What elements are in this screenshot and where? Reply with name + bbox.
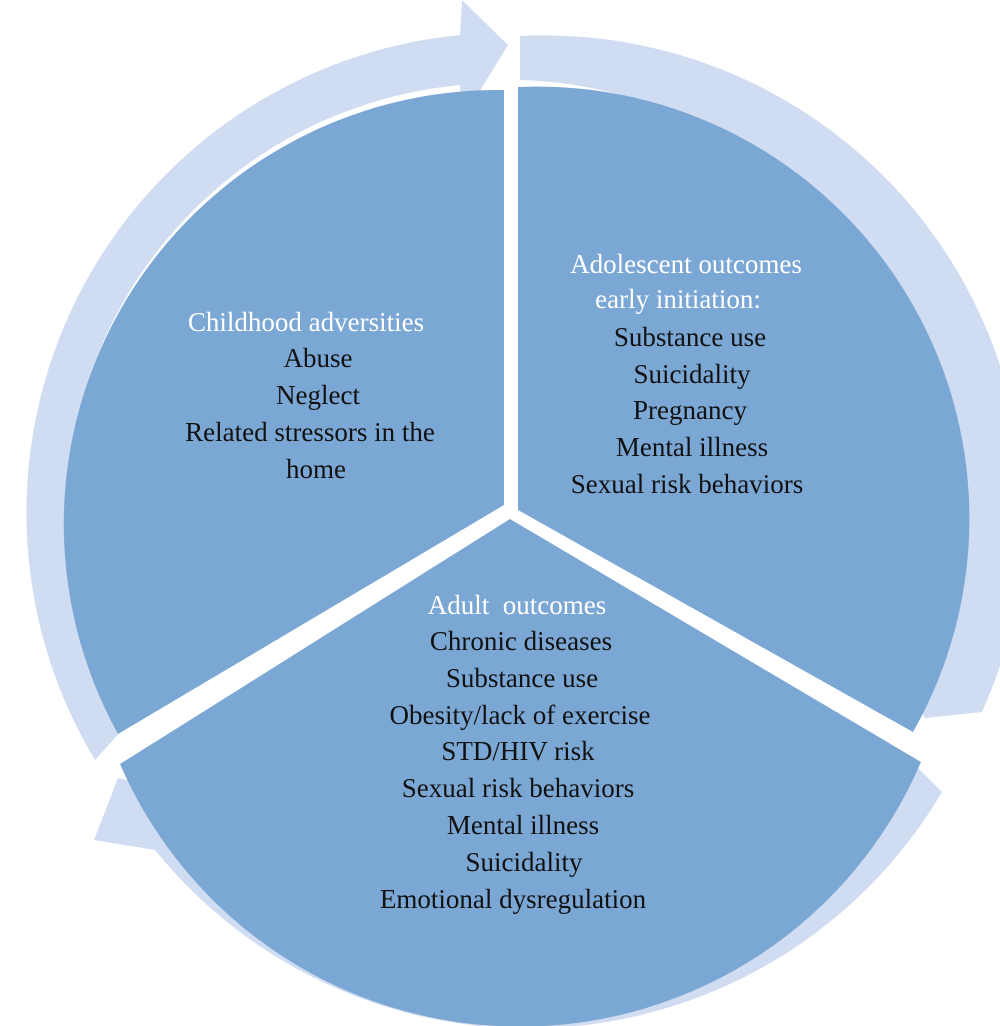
adolescent-item-3: Pregnancy <box>633 395 747 425</box>
childhood-item-2: Neglect <box>276 380 360 410</box>
adult-item-6: Mental illness <box>447 810 599 840</box>
adolescent-heading-line-1: Adolescent outcomes <box>570 249 802 279</box>
adolescent-item-5: Sexual risk behaviors <box>571 469 803 499</box>
pie <box>63 86 970 1026</box>
adult-item-3: Obesity/lack of exercise <box>390 700 651 730</box>
segment-childhood-adversities <box>63 89 504 734</box>
childhood-item-1: Abuse <box>284 343 353 373</box>
adult-item-2: Substance use <box>446 663 598 693</box>
adult-item-5: Sexual risk behaviors <box>402 773 634 803</box>
childhood-item-4: home <box>286 454 346 484</box>
adult-heading: Adult outcomes <box>428 590 606 620</box>
adult-item-8: Emotional dysregulation <box>380 884 647 914</box>
adult-item-4: STD/HIV risk <box>441 736 595 766</box>
adolescent-heading-line-2: early initiation: <box>595 284 761 314</box>
adolescent-text-block: Adolescent outcomes early initiation: Su… <box>570 249 803 499</box>
adult-item-7: Suicidality <box>466 847 583 877</box>
adult-text-block: Adult outcomes Chronic diseases Substanc… <box>380 590 651 914</box>
cycle-arrow-left <box>26 0 508 760</box>
adolescent-item-1: Substance use <box>614 322 766 352</box>
adult-item-1: Chronic diseases <box>430 626 612 656</box>
cycle-arrow-top <box>520 35 1000 718</box>
childhood-heading: Childhood adversities <box>188 307 424 337</box>
segment-adult-outcomes <box>120 519 921 1026</box>
childhood-item-3: Related stressors in the <box>185 417 435 447</box>
adolescent-item-2: Suicidality <box>634 359 751 389</box>
segment-adolescent-outcomes <box>518 86 970 733</box>
adolescent-item-4: Mental illness <box>616 432 768 462</box>
childhood-text-block: Childhood adversities Abuse Neglect Rela… <box>185 307 435 484</box>
